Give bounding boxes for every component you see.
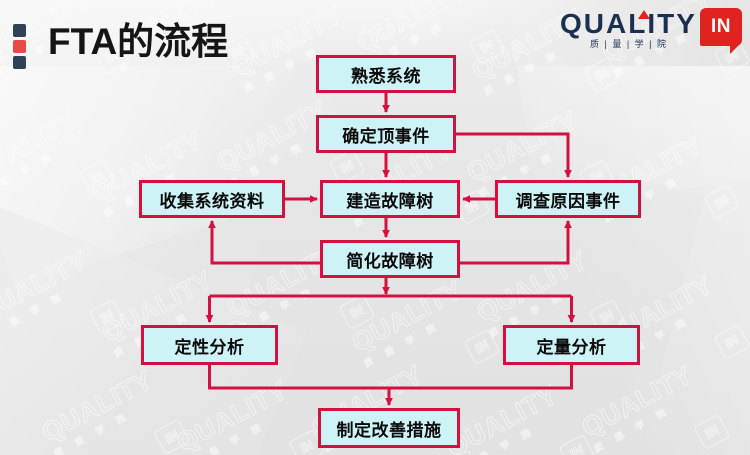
flow-node-n9: 制定改善措施 [318,408,460,448]
flow-node-n3: 收集系统资料 [139,180,285,218]
flow-node-n1: 熟悉系统 [316,55,456,93]
header-band-shade [430,0,750,66]
logo-triangle-icon [638,10,650,19]
flow-node-n4: 建造故障树 [320,180,460,218]
flow-node-n6: 简化故障树 [320,240,460,278]
bullet-square-red [13,40,26,53]
bullet-square-dark-top [13,24,26,37]
bullet-square-dark-bottom [13,56,26,69]
flow-node-n2: 确定顶事件 [316,115,456,153]
flow-node-n7: 定性分析 [141,325,278,365]
logo-wordmark: QUALITY [560,8,697,39]
flow-node-n8: 定量分析 [503,325,640,365]
page-title: FTA的流程 [48,21,229,62]
logo-in-badge: IN [700,8,742,54]
flow-node-n5: 调查原因事件 [495,180,641,218]
logo-subtitle: 质 | 量 | 学 | 院 [590,39,668,49]
brand-logo: QUALITY 质 | 量 | 学 | 院 IN [560,6,744,56]
logo-badge-label: IN [711,16,731,37]
title-bullet-marks [13,24,26,69]
